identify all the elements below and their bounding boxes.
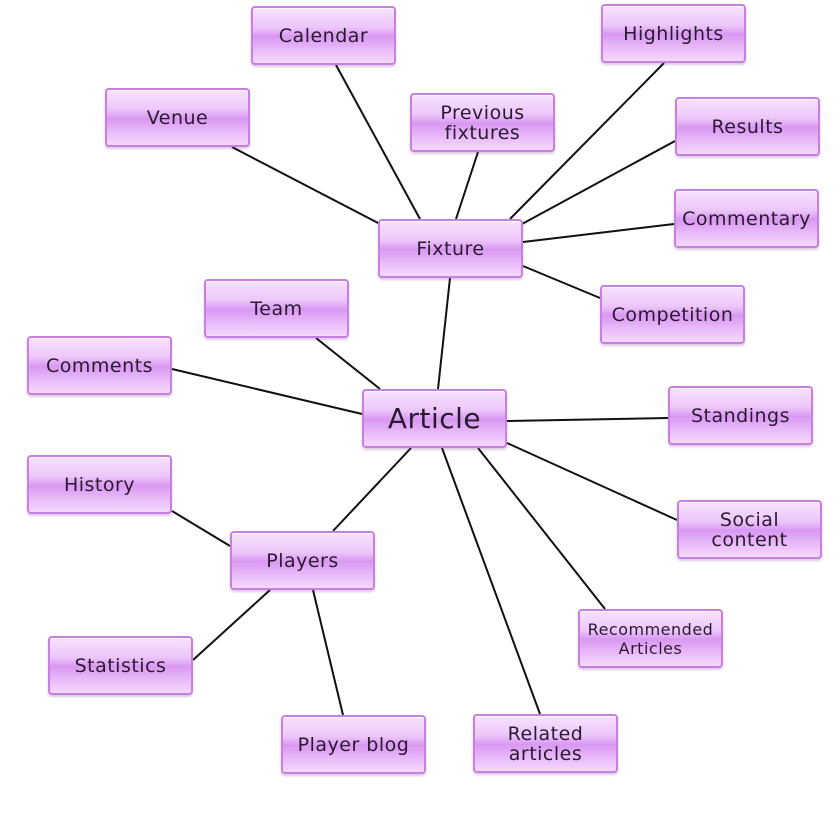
edge-article-team: [315, 337, 381, 390]
edge-fixture-calendar: [335, 64, 421, 220]
node-social-content[interactable]: Social content: [677, 500, 822, 559]
edge-fixture-commentary: [522, 223, 675, 243]
node-recommended-articles[interactable]: Recommended Articles: [578, 609, 723, 668]
node-statistics-label: Statistics: [74, 654, 167, 677]
edge-players-statistics: [192, 589, 271, 661]
node-venue[interactable]: Venue: [105, 88, 250, 147]
node-fixture-label: Fixture: [416, 237, 485, 260]
node-commentary-label: Commentary: [682, 207, 811, 230]
node-team[interactable]: Team: [204, 279, 349, 338]
node-highlights-label: Highlights: [623, 22, 724, 45]
node-commentary[interactable]: Commentary: [674, 189, 819, 248]
node-player-blog[interactable]: Player blog: [281, 715, 426, 774]
node-related-articles-label: Related articles: [507, 722, 584, 765]
edge-article-comments: [171, 368, 363, 415]
node-article-label: Article: [387, 401, 482, 435]
node-standings-label: Standings: [690, 404, 791, 427]
edge-article-players: [332, 447, 412, 532]
node-article[interactable]: Article: [362, 389, 507, 448]
node-related-articles[interactable]: Related articles: [473, 714, 618, 773]
edge-fixture-competition: [522, 265, 601, 299]
edge-article-related-articles: [441, 447, 541, 715]
edge-article-social-content: [506, 442, 678, 521]
edge-fixture-venue: [231, 146, 381, 225]
edge-fixture-results: [521, 140, 676, 225]
node-players-label: Players: [266, 549, 339, 572]
node-statistics[interactable]: Statistics: [48, 636, 193, 695]
node-previous-fixtures-label: Previous fixtures: [440, 101, 525, 144]
edge-players-history: [171, 510, 231, 547]
node-previous-fixtures[interactable]: Previous fixtures: [410, 93, 555, 152]
node-history-label: History: [63, 473, 136, 496]
node-results-label: Results: [711, 115, 784, 138]
node-comments[interactable]: Comments: [27, 336, 172, 395]
edge-article-fixture: [437, 277, 451, 390]
node-players[interactable]: Players: [230, 531, 375, 590]
node-player-blog-label: Player blog: [297, 733, 410, 756]
node-competition[interactable]: Competition: [600, 285, 745, 344]
node-social-content-label: Social content: [711, 508, 788, 551]
edge-article-recommended-articles: [477, 447, 606, 610]
node-highlights[interactable]: Highlights: [601, 4, 746, 63]
node-standings[interactable]: Standings: [668, 386, 813, 445]
node-comments-label: Comments: [46, 354, 153, 377]
node-fixture[interactable]: Fixture: [378, 219, 523, 278]
node-competition-label: Competition: [611, 303, 734, 326]
node-recommended-articles-label: Recommended Articles: [587, 619, 714, 658]
edge-fixture-highlights: [509, 62, 665, 220]
node-history[interactable]: History: [27, 455, 172, 514]
node-team-label: Team: [250, 297, 303, 320]
edge-article-standings: [506, 417, 669, 422]
edge-fixture-previous-fixtures: [455, 151, 479, 220]
node-calendar-label: Calendar: [278, 24, 369, 47]
node-results[interactable]: Results: [675, 97, 820, 156]
edge-players-player-blog: [312, 589, 344, 716]
node-calendar[interactable]: Calendar: [251, 6, 396, 65]
node-venue-label: Venue: [146, 106, 209, 129]
